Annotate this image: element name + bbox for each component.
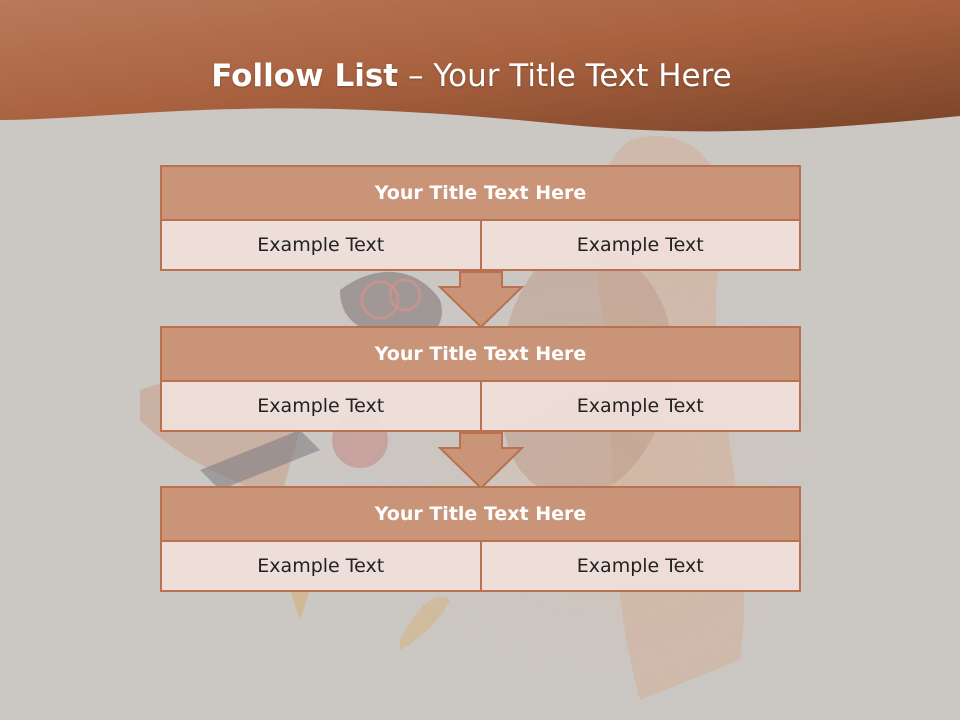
list-block-2: Your Title Text Here Example Text Exampl… <box>160 326 801 432</box>
block-title: Your Title Text Here <box>160 326 801 382</box>
block-left-text: Example Text <box>160 221 482 271</box>
block-right-text: Example Text <box>481 542 801 592</box>
page-title-bold: Follow List <box>211 58 399 94</box>
block-right-text: Example Text <box>481 221 801 271</box>
block-title: Your Title Text Here <box>160 165 801 221</box>
block-left-text: Example Text <box>160 382 482 432</box>
page-title: Follow List – Your Title Text Here <box>0 54 943 98</box>
block-title: Your Title Text Here <box>160 486 801 542</box>
page-title-rest: – Your Title Text Here <box>398 58 732 94</box>
list-block-1: Your Title Text Here Example Text Exampl… <box>160 165 801 271</box>
list-block-3: Your Title Text Here Example Text Exampl… <box>160 486 801 592</box>
down-arrow-icon <box>438 432 524 490</box>
down-arrow-icon <box>438 271 524 329</box>
block-left-text: Example Text <box>160 542 482 592</box>
block-right-text: Example Text <box>481 382 801 432</box>
